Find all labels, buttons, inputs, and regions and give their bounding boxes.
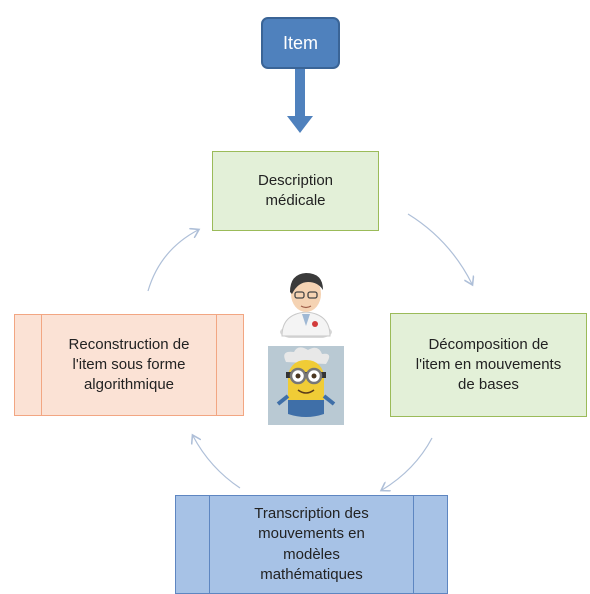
transcription-box: Transcription des mouvements en modèles … bbox=[175, 495, 448, 594]
item-box: Item bbox=[261, 17, 340, 69]
divider-line bbox=[209, 496, 210, 593]
divider-line bbox=[216, 315, 217, 415]
reconstruction-box: Reconstruction de l'item sous forme algo… bbox=[14, 314, 244, 416]
description-box: Description médicale bbox=[212, 151, 379, 231]
decomposition-label: Décomposition de l'item en mouvements de… bbox=[415, 335, 562, 394]
down-arrow bbox=[287, 69, 313, 133]
item-label: Item bbox=[282, 32, 318, 53]
divider-line bbox=[413, 496, 414, 593]
arrow-trans-to-recon bbox=[193, 436, 241, 489]
transcription-label: Transcription des mouvements en modèles … bbox=[254, 505, 369, 583]
arrow-desc-to-decomp bbox=[407, 213, 472, 284]
decomposition-box: Décomposition de l'item en mouvements de… bbox=[390, 313, 587, 417]
doctor-avatar-icon bbox=[280, 273, 332, 338]
divider-line bbox=[41, 315, 42, 415]
arrow-decomp-to-trans bbox=[382, 437, 433, 490]
description-label: Description médicale bbox=[257, 171, 334, 209]
arrow-recon-to-desc bbox=[147, 230, 198, 292]
reconstruction-label: Reconstruction de l'item sous forme algo… bbox=[68, 335, 190, 394]
minion-scientist-icon bbox=[268, 346, 344, 425]
